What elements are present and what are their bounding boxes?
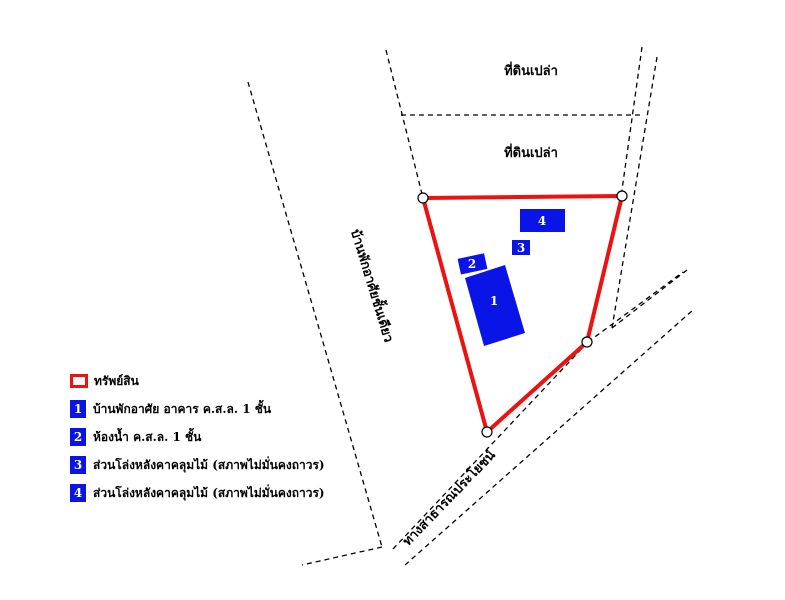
building-4-number: 4 [538,214,546,228]
neighbor-house-label: บ้านพักอาศัยชั้นเดียว [347,226,399,344]
legend-label: ส่วนโล่งหลังคาคลุมไม้ (สภาพไม่มั่นคงถาวร… [93,485,325,500]
public-way-label: ทางสาธารณประโยชน์ [399,446,499,549]
neighbor-boundary-line [301,546,383,566]
legend-item-4: 4 ส่วนโล่งหลังคาคลุมไม้ (สภาพไม่มั่นคงถา… [70,483,325,503]
legend-label: บ้านพักอาศัย อาคาร ค.ส.ล. 1 ชั้น [93,401,272,416]
legend-item-2: 2 ห้องน้ำ ค.ส.ล. 1 ชั้น [70,427,325,447]
road-edge-line [611,56,658,329]
road-edge-line [611,269,688,329]
building-swatch: 3 [70,456,86,474]
building-swatch: 4 [70,484,86,502]
building-1 [465,265,525,346]
road-edge-line [392,341,589,550]
boundary-marker [417,192,429,204]
empty-land-label-mid: ที่ดินเปล่า [504,143,558,161]
road-edge-line [404,309,694,566]
empty-land-label-top: ที่ดินเปล่า [504,61,558,79]
building-swatch: 2 [70,428,86,446]
road-edge-line [587,271,684,343]
legend-label: ห้องน้ำ ค.ส.ล. 1 ชั้น [93,429,202,444]
building-swatch: 1 [70,400,86,418]
empty-land-boundary-line [620,46,643,198]
boundary-marker [616,190,628,202]
empty-land-boundary-line [385,49,424,199]
legend-item-property: ทรัพย์สิน [70,371,325,391]
boundary-marker [481,426,493,438]
property-swatch [70,374,88,388]
legend-item-1: 1 บ้านพักอาศัย อาคาร ค.ส.ล. 1 ชั้น [70,399,325,419]
legend-item-3: 3 ส่วนโล่งหลังคาคลุมไม้ (สภาพไม่มั่นคงถา… [70,455,325,475]
building-2-number: 2 [468,257,476,271]
legend: ทรัพย์สิน 1 บ้านพักอาศัย อาคาร ค.ส.ล. 1 … [70,371,325,511]
building-2 [457,253,488,275]
building-3-number: 3 [517,241,525,255]
boundary-marker [581,336,593,348]
building-3 [512,240,530,255]
building-1-number: 1 [490,294,498,308]
legend-label: ส่วนโล่งหลังคาคลุมไม้ (สภาพไม่มั่นคงถาวร… [93,457,325,472]
building-4 [520,209,565,232]
legend-label: ทรัพย์สิน [94,373,139,388]
